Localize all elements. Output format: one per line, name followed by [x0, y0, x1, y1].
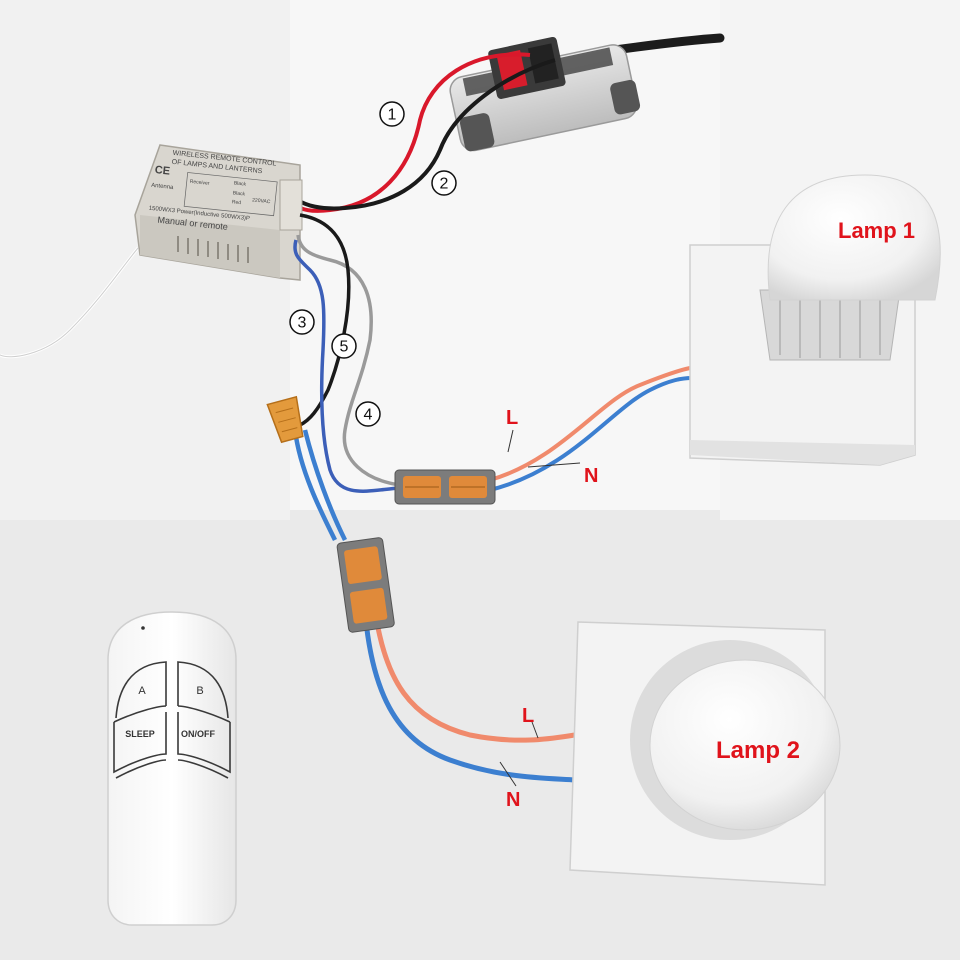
wire-marker-5: 5	[331, 333, 357, 359]
black-label-2: Black	[232, 190, 245, 197]
wire-red-1	[299, 52, 531, 213]
lamp2-l-label: L	[522, 705, 534, 727]
black-label: Black	[234, 180, 247, 187]
wire-marker-1: 1	[379, 101, 405, 127]
lamp2-neutral-wire	[362, 611, 576, 783]
lever-connector-2	[336, 537, 395, 633]
lamp1-live-wire	[489, 366, 691, 482]
wire-marker-2: 2	[431, 170, 457, 196]
lamp2-l-leader	[531, 721, 539, 739]
antenna-label: Antenna	[151, 183, 175, 191]
lamp2-title: Lamp 2	[716, 737, 800, 764]
remote-button-a[interactable]: A	[138, 685, 146, 697]
lamp1-l-label: L	[506, 407, 518, 429]
remote-button-b[interactable]: B	[196, 685, 203, 697]
wire-marker-4: 4	[355, 401, 381, 427]
wire-nut	[266, 395, 304, 444]
svg-text:2: 2	[440, 176, 449, 193]
wire-black-2	[296, 58, 556, 211]
svg-text:1: 1	[388, 107, 397, 124]
wire-black-5	[299, 213, 351, 427]
wire-marker-3: 3	[289, 309, 315, 335]
remote-button-sleep[interactable]: SLEEP	[125, 729, 155, 739]
wire-blue-3	[293, 239, 401, 493]
receiver-label: Receiver	[189, 179, 210, 187]
lamp2-live-wire	[372, 609, 576, 743]
remote-button-onoff[interactable]: ON/OFF	[181, 729, 215, 739]
lamp2-fixture	[569, 621, 841, 886]
power-supply	[449, 36, 641, 152]
lamp2-n-leader	[499, 761, 517, 787]
remote-control: A B SLEEP ON/OFF	[107, 611, 237, 926]
lamp1-n-label: N	[584, 465, 598, 487]
receiver-box: WIRELESS REMOTE CONTROL OF LAMPS AND LAN…	[134, 144, 303, 281]
svg-text:5: 5	[340, 339, 349, 356]
rating-label: 220VAC	[252, 197, 271, 205]
lamp1-fixture	[689, 174, 941, 466]
lever-connector-1	[394, 469, 496, 505]
lamp1-l-leader	[507, 429, 514, 453]
svg-text:3: 3	[298, 315, 307, 332]
red-label: Red	[232, 199, 242, 206]
wire-grey-4	[296, 234, 401, 487]
lamp2-n-label: N	[506, 789, 520, 811]
lamp1-n-leader	[527, 462, 581, 468]
lamp1-title: Lamp 1	[838, 218, 915, 243]
ce-mark: CE	[154, 164, 170, 178]
lamp1-neutral-wire	[489, 376, 693, 492]
svg-text:4: 4	[364, 407, 373, 424]
